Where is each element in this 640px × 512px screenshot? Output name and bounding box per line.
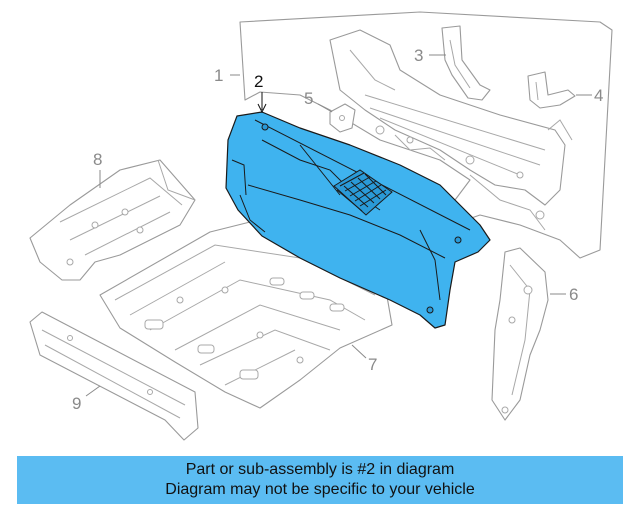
part-7-floor-pan xyxy=(99,221,393,409)
callout-8: 8 xyxy=(93,150,102,169)
part-8-floor-side xyxy=(29,159,196,281)
callout-5-leader xyxy=(317,103,333,113)
parts-diagram: 1 2 3 4 5 6 7 8 9 xyxy=(29,11,613,441)
part-3-bracket xyxy=(441,25,491,101)
part-4-bracket xyxy=(527,71,576,109)
callout-7-leader xyxy=(351,344,367,359)
callout-9-leader xyxy=(85,385,101,397)
callout-4: 4 xyxy=(594,86,603,105)
callout-5: 5 xyxy=(304,89,313,108)
callout-7: 7 xyxy=(368,355,377,374)
callout-3: 3 xyxy=(414,46,423,65)
part-5-bracket xyxy=(329,103,356,133)
part-1-rear-panel xyxy=(239,11,613,259)
callout-6: 6 xyxy=(569,285,578,304)
callout-9: 9 xyxy=(72,394,81,413)
banner-line-2: Diagram may not be specific to your vehi… xyxy=(165,481,475,498)
part-9-crossmember xyxy=(29,311,199,441)
callout-1: 1 xyxy=(214,66,223,85)
info-banner: Part or sub-assembly is #2 in diagram Di… xyxy=(17,456,623,504)
part-2-rear-trim-panel[interactable] xyxy=(225,111,491,329)
part-6-side-extension xyxy=(491,247,549,421)
callout-2-arrowhead xyxy=(257,103,267,114)
banner-line-1: Part or sub-assembly is #2 in diagram xyxy=(185,461,455,478)
callout-2[interactable]: 2 xyxy=(254,72,263,91)
